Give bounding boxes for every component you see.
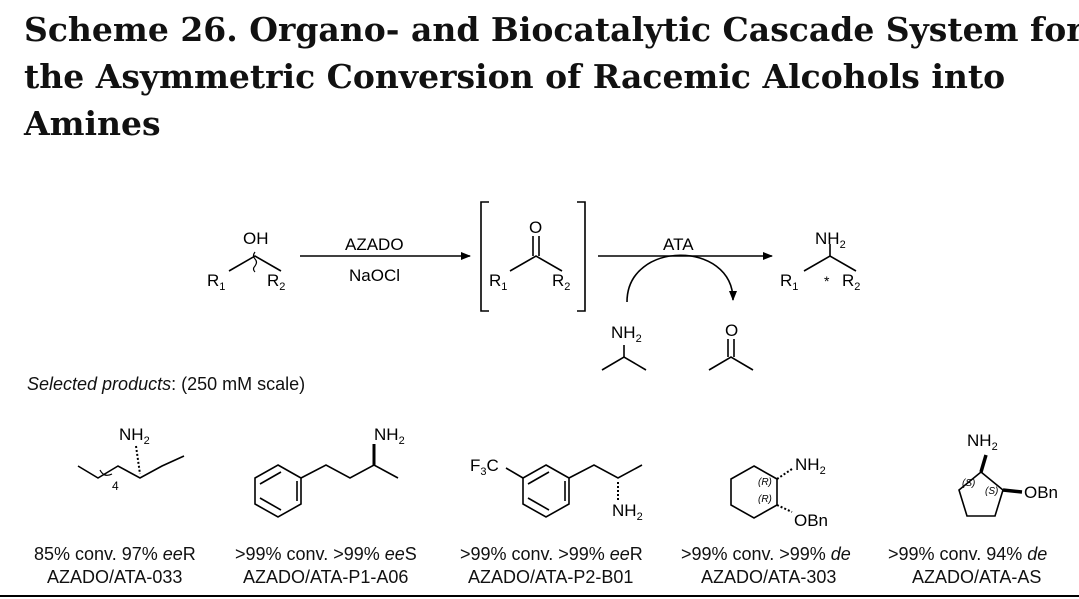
product-1-amine: NH2 [119, 425, 150, 447]
product-r2: R2 [842, 271, 860, 293]
product-3-amine: NH2 [612, 501, 643, 523]
donor-amine-label: NH2 [611, 323, 642, 345]
product-4-stereo-2: (R) [758, 494, 772, 505]
stereocenter-star: * [824, 273, 830, 289]
product-4-stereo-1: (R) [758, 477, 772, 488]
ketone-r1: R1 [489, 271, 507, 293]
ketone-r2: R2 [552, 271, 570, 293]
reagent-ata: ATA [663, 235, 694, 254]
product-3-cf3: F3C [470, 456, 499, 478]
product-2-catalyst: AZADO/ATA-P1-A06 [243, 567, 409, 587]
title-line-2: the Asymmetric Conversion of Racemic Alc… [24, 57, 1006, 96]
bottom-rule [0, 595, 1079, 597]
product-4-structure: (R) (R) NH2 OBn [730, 455, 828, 530]
product-1-result: 85% conv. 97% eeR [34, 544, 196, 564]
isopropylamine-donor: NH2 [601, 323, 647, 371]
ketone-intermediate: O R1 R2 [480, 201, 586, 312]
product-5-stereo-1: (S) [962, 478, 975, 489]
ketone-oxygen: O [529, 218, 542, 237]
product-4-result: >99% conv. >99% de [681, 544, 851, 564]
product-5-amine: NH2 [967, 431, 998, 453]
r1-label: R1 [207, 271, 225, 293]
title-line-1: Scheme 26. Organo- and Biocatalytic Casc… [24, 10, 1079, 49]
transamination-step: ATA [598, 235, 773, 303]
product-amine-label: NH2 [815, 229, 846, 251]
reagent-naocl: NaOCl [349, 266, 400, 285]
product-1-structure: NH2 4 [77, 425, 185, 493]
acetone-coproduct: O [708, 321, 754, 371]
title-line-3: Amines [24, 104, 161, 143]
product-5-result: >99% conv. 94% de [888, 544, 1048, 564]
selected-products-label: Selected products: (250 mM scale) [27, 374, 306, 394]
product-4-amine: NH2 [795, 455, 826, 477]
product-1-catalyst: AZADO/ATA-033 [47, 567, 183, 587]
r2-label: R2 [267, 271, 285, 293]
product-2-result: >99% conv. >99% eeS [235, 544, 417, 564]
product-3-result: >99% conv. >99% eeR [460, 544, 643, 564]
product-r1: R1 [780, 271, 798, 293]
product-3-catalyst: AZADO/ATA-P2-B01 [468, 567, 634, 587]
reagent-azado: AZADO [345, 235, 404, 254]
product-3-structure: F3C NH2 [470, 456, 643, 523]
hydroxyl-label: OH [243, 229, 269, 248]
product-2-amine: NH2 [374, 425, 405, 447]
substrate-alcohol: OH R1 R2 [207, 229, 285, 293]
chiral-amine-product: NH2 R1 * R2 [780, 229, 860, 293]
product-5-catalyst: AZADO/ATA-AS [912, 567, 1042, 587]
product-4-ether: OBn [794, 511, 828, 530]
oxidation-step: AZADO NaOCl [300, 235, 471, 285]
product-5-structure: (S) (S) NH2 OBn [958, 431, 1058, 517]
scheme-title: Scheme 26. Organo- and Biocatalytic Casc… [24, 6, 1079, 147]
product-4-catalyst: AZADO/ATA-303 [701, 567, 837, 587]
product-5-ether: OBn [1024, 483, 1058, 502]
product-5-stereo-2: (S) [985, 486, 998, 497]
product-1-repeat: 4 [112, 479, 119, 493]
acetone-oxygen: O [725, 321, 738, 340]
product-2-structure: NH2 [254, 425, 405, 518]
